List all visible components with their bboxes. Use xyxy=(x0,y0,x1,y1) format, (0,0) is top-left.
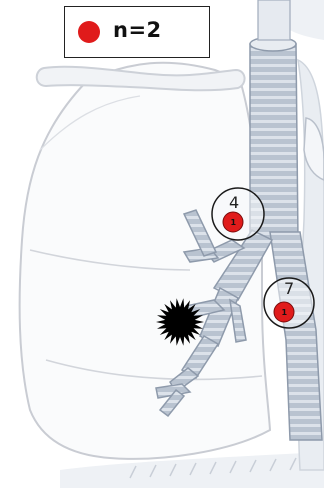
legend-label: n=2 xyxy=(113,18,162,42)
node-station-label: 4 xyxy=(229,193,239,212)
lymph-node-station-4: 4 1 xyxy=(212,188,264,240)
larynx-tube xyxy=(258,0,290,40)
legend: n=2 xyxy=(64,6,210,58)
metastasis-count: 1 xyxy=(231,218,237,227)
node-station-label: 7 xyxy=(284,279,294,298)
lymph-node-station-7: 7 1 xyxy=(264,278,314,328)
legend-marker-icon xyxy=(78,21,100,43)
metastasis-count: 1 xyxy=(282,308,288,317)
